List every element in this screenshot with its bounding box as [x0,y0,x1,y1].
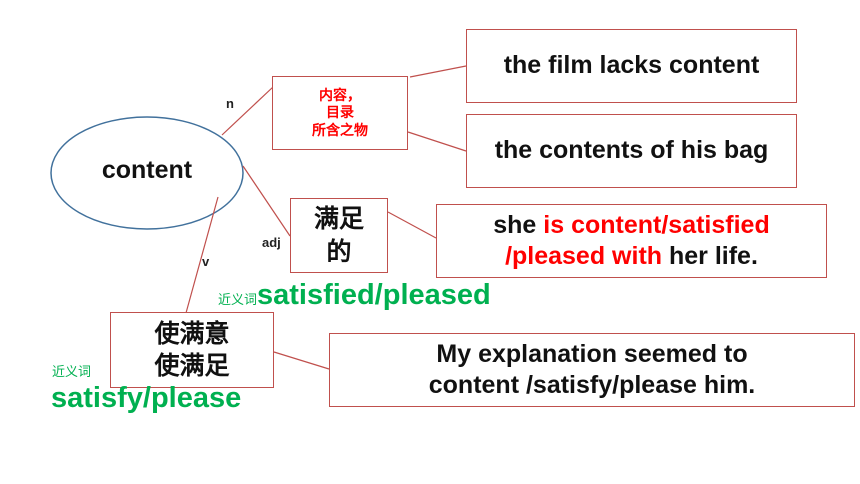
verb-meaning-line: 使满足 [154,352,230,380]
noun-meaning-line: 内容， [319,86,361,103]
noun-example-box-2: the contents of his bag [466,114,797,188]
adjective-synonym-words: satisfied/pleased [257,279,491,311]
adjective-example-highlight: is content/satisfied [543,210,770,239]
verb-meaning-line: 使满意 [154,319,230,348]
label-verb: v [202,254,210,269]
center-word: content [101,156,193,184]
adjective-example-part: her life. [662,242,758,270]
adjective-meaning-line: 的 [326,237,352,266]
noun-meaning-box: 内容， 目录 所含之物 [272,76,408,150]
verb-example-text: My explanation seemed to content /satisf… [429,339,756,402]
adjective-example-box: she is content/satisfied /pleased with h… [436,204,827,278]
verb-example-line: content /satisfy/please him. [428,371,756,399]
adjective-synonym: 近义词satisfied/pleased [218,279,491,312]
label-adjective: adj [262,235,281,250]
adjective-example-text: she is content/satisfied /pleased with h… [493,210,769,273]
line-center-to-adj [242,165,291,237]
line-noun-to-example1 [409,65,467,78]
line-verb-to-example [273,351,330,370]
line-center-to-verb [185,196,219,314]
adjective-example-highlight: /pleased with [505,242,663,270]
noun-meaning-line: 目录 [326,104,354,121]
adjective-meaning-box: 满足 的 [290,198,388,273]
noun-example-1: the film lacks content [503,51,760,80]
adjective-meaning-line: 满足 [313,205,364,233]
noun-meaning-line: 所含之物 [312,121,368,138]
line-center-to-noun [221,86,274,136]
noun-example-2: the contents of his bag [494,136,769,165]
verb-synonym-tag: 近义词 [52,364,92,379]
line-adj-to-example [387,211,437,239]
verb-synonym-words: satisfy/please [51,382,242,414]
verb-example-box: My explanation seemed to content /satisf… [329,333,855,407]
center-ellipse [50,116,244,230]
line-noun-to-example2 [407,131,467,152]
adjective-synonym-tag: 近义词 [218,292,258,307]
verb-meaning-box: 使满意 使满足 [110,312,274,388]
noun-example-box-1: the film lacks content [466,29,797,103]
label-noun: n [226,96,234,111]
adjective-example-part: she [493,210,544,239]
verb-example-line: My explanation seemed to [436,339,748,368]
